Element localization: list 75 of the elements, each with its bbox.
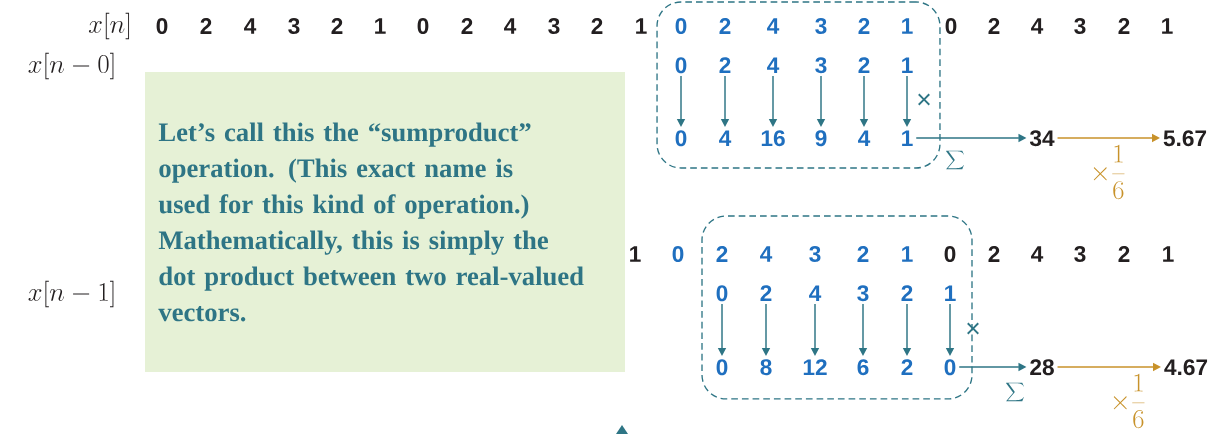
number: 2: [1118, 18, 1130, 34]
row-label: $x[n-0]$: [28, 52, 114, 80]
number: 34: [1029, 130, 1055, 147]
number: 0: [675, 17, 687, 35]
number: 4.67: [1164, 359, 1208, 376]
number: 2: [858, 18, 870, 34]
number: 0: [944, 245, 956, 262]
number: 4: [719, 130, 732, 146]
number: 2: [331, 18, 343, 34]
number: 8: [760, 359, 772, 376]
number: 4: [760, 246, 773, 262]
number: 1: [902, 130, 913, 146]
number: 2: [461, 18, 473, 34]
multiply-sign: ×: [967, 322, 979, 335]
number: 2: [591, 18, 603, 34]
number: 3: [815, 57, 827, 74]
number: 2: [857, 246, 869, 262]
row-label: $x[n-1]$: [28, 280, 114, 308]
edge-label: $\sum$: [1004, 380, 1026, 404]
number: 2: [858, 57, 870, 73]
number: 2: [901, 285, 913, 301]
number: 4: [767, 18, 780, 34]
number: 0: [672, 245, 684, 262]
number: 1: [945, 285, 956, 301]
number: 4: [244, 18, 257, 34]
number: 1: [902, 18, 913, 34]
multiply-sign: ×: [918, 93, 930, 106]
number: 4: [1031, 18, 1044, 34]
callout-box: Let’s call this the “sumproduct” operation. (This exact name is used for this kind of operation.) Mathematically, this is simply the dot product between two real-valued vectors.: [145, 72, 625, 372]
number: 4: [1031, 246, 1044, 262]
number: 1: [1162, 18, 1173, 34]
number: 1: [375, 18, 386, 34]
number: 3: [809, 245, 821, 263]
number: 2: [760, 285, 772, 301]
edge-label: $\times\frac{1}{6}$: [1108, 372, 1148, 430]
number: 0: [945, 17, 957, 35]
number: 2: [901, 359, 913, 375]
edge-label: $\sum$: [944, 148, 966, 172]
number: 6: [857, 359, 869, 376]
number: 3: [548, 17, 560, 35]
number: 4: [858, 130, 871, 146]
number: 3: [815, 17, 827, 35]
number: 9: [815, 130, 827, 147]
row-label: $x[n]$: [88, 12, 130, 40]
number: 2: [719, 18, 731, 34]
number: 0: [417, 17, 429, 35]
number: 0: [716, 359, 728, 376]
number: 3: [857, 285, 869, 302]
number: 4: [767, 57, 780, 73]
number: 2: [716, 246, 728, 262]
number: 16: [761, 130, 785, 147]
number: 0: [944, 359, 956, 376]
number: 3: [288, 17, 300, 35]
number: 2: [1118, 246, 1130, 262]
edge-label: $\times\frac{1}{6}$: [1088, 143, 1128, 201]
number: 4: [809, 285, 822, 301]
number: 2: [719, 57, 731, 73]
number: 12: [803, 359, 827, 375]
number: 1: [636, 18, 647, 34]
number: 4: [504, 18, 517, 34]
number: 1: [1163, 246, 1174, 262]
number: 1: [902, 246, 913, 262]
number: 3: [1074, 17, 1086, 35]
number: 2: [988, 246, 1000, 262]
number: 0: [675, 130, 687, 147]
number: 1: [902, 57, 913, 73]
number: 28: [1030, 359, 1054, 376]
number: 2: [200, 18, 212, 34]
number: 0: [716, 285, 728, 302]
dashed-selection-box: [656, 1, 941, 169]
number: 0: [675, 57, 687, 74]
number: 2: [988, 18, 1000, 34]
number: 5.67: [1163, 130, 1207, 147]
number: 3: [1074, 245, 1086, 263]
number: 0: [156, 17, 168, 35]
